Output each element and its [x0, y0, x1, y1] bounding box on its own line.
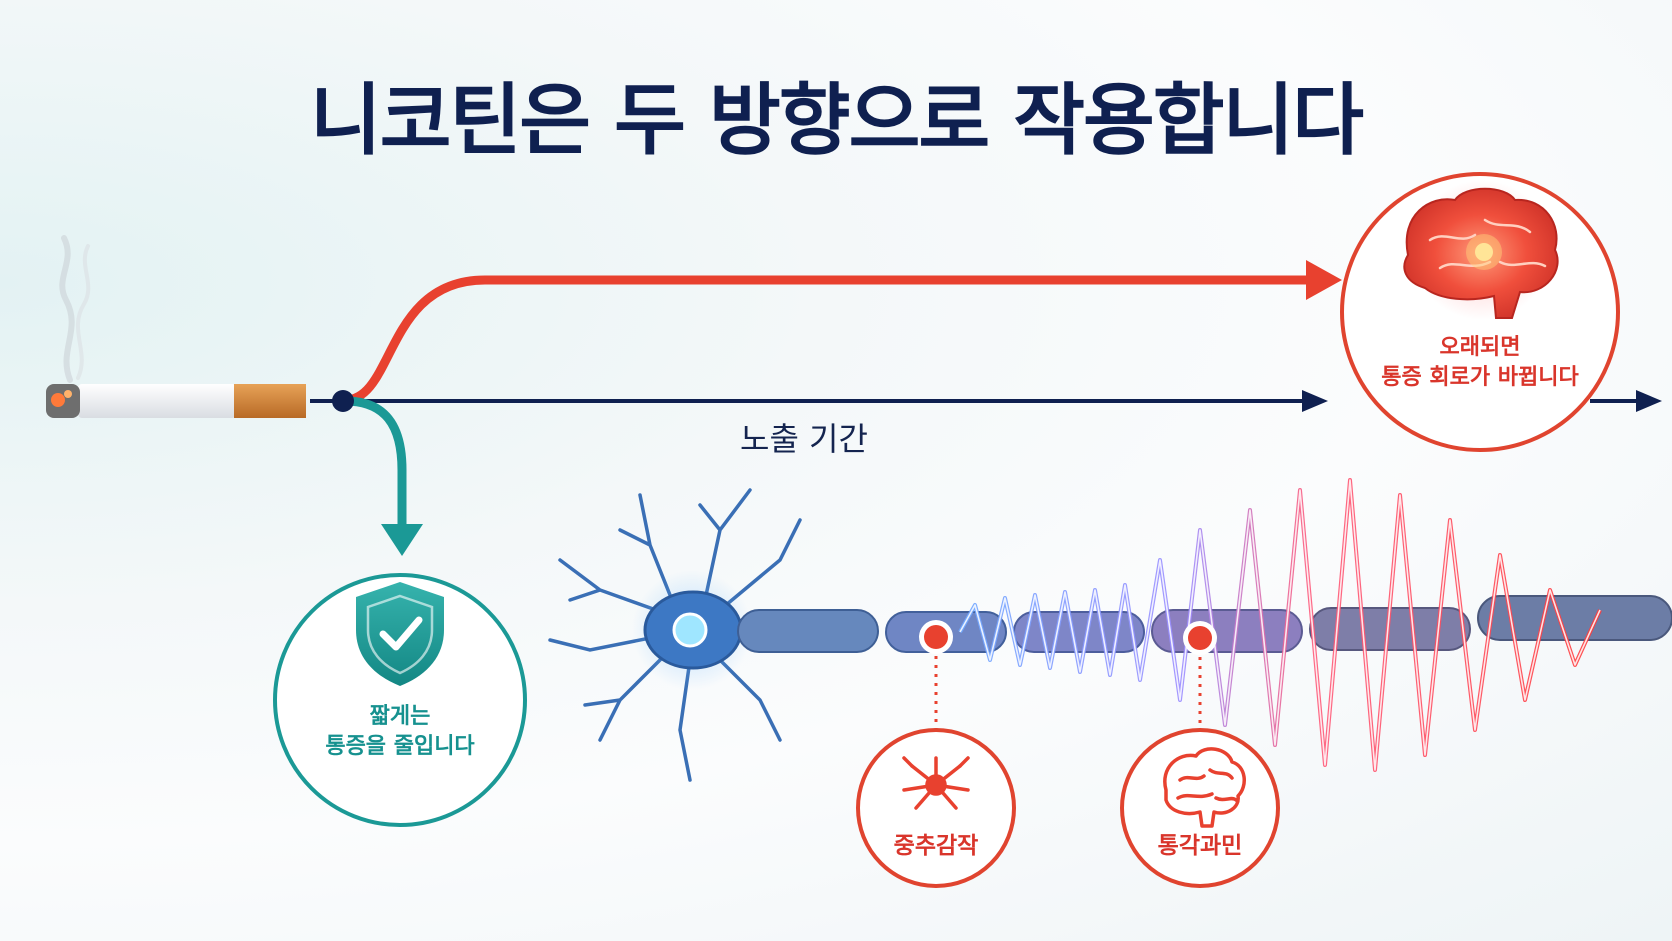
neuron-illustration — [548, 488, 1672, 782]
hyperalgesia-marker — [1183, 621, 1217, 742]
central-sensitization-circle — [856, 728, 1016, 888]
cigarette-icon — [46, 235, 306, 418]
long-term-arrow — [340, 275, 1315, 405]
page-title: 니코틴은 두 방향으로 작용합니다 — [309, 76, 1364, 166]
short-term-line2: 통증을 줄입니다 — [325, 734, 475, 759]
central-sensitization-marker — [919, 620, 953, 742]
glowing-brain-icon — [1403, 180, 1559, 320]
hyperalgesia-label: 통각과민 — [1157, 833, 1243, 859]
long-term-line2: 통증 회로가 바뀝니다 — [1381, 365, 1579, 390]
neuron-icon — [902, 756, 970, 810]
short-term-line1: 짧게는 — [369, 704, 431, 729]
origin-dot — [332, 390, 354, 412]
short-term-arrow — [340, 396, 407, 533]
exposure-duration-label: 노출 기간 — [740, 420, 868, 458]
central-sensitization-label: 중추감작 — [893, 833, 979, 859]
brain-icon — [1163, 747, 1246, 828]
shield-check-icon — [356, 582, 444, 686]
exposure-axis-arrowhead — [1302, 390, 1328, 412]
short-term-text: 짧게는 통증을 줄입니다 — [290, 702, 510, 762]
exposure-axis-end-arrowhead — [1636, 390, 1662, 412]
long-term-circle — [1340, 172, 1620, 452]
short-term-arrowhead — [381, 524, 423, 556]
long-term-arrowhead — [1306, 260, 1342, 300]
short-term-circle — [273, 573, 527, 827]
hyperalgesia-circle — [1120, 728, 1280, 888]
long-term-line1: 오래되면 — [1439, 335, 1521, 360]
long-term-text: 오래되면 통증 회로가 바뀝니다 — [1355, 333, 1605, 393]
